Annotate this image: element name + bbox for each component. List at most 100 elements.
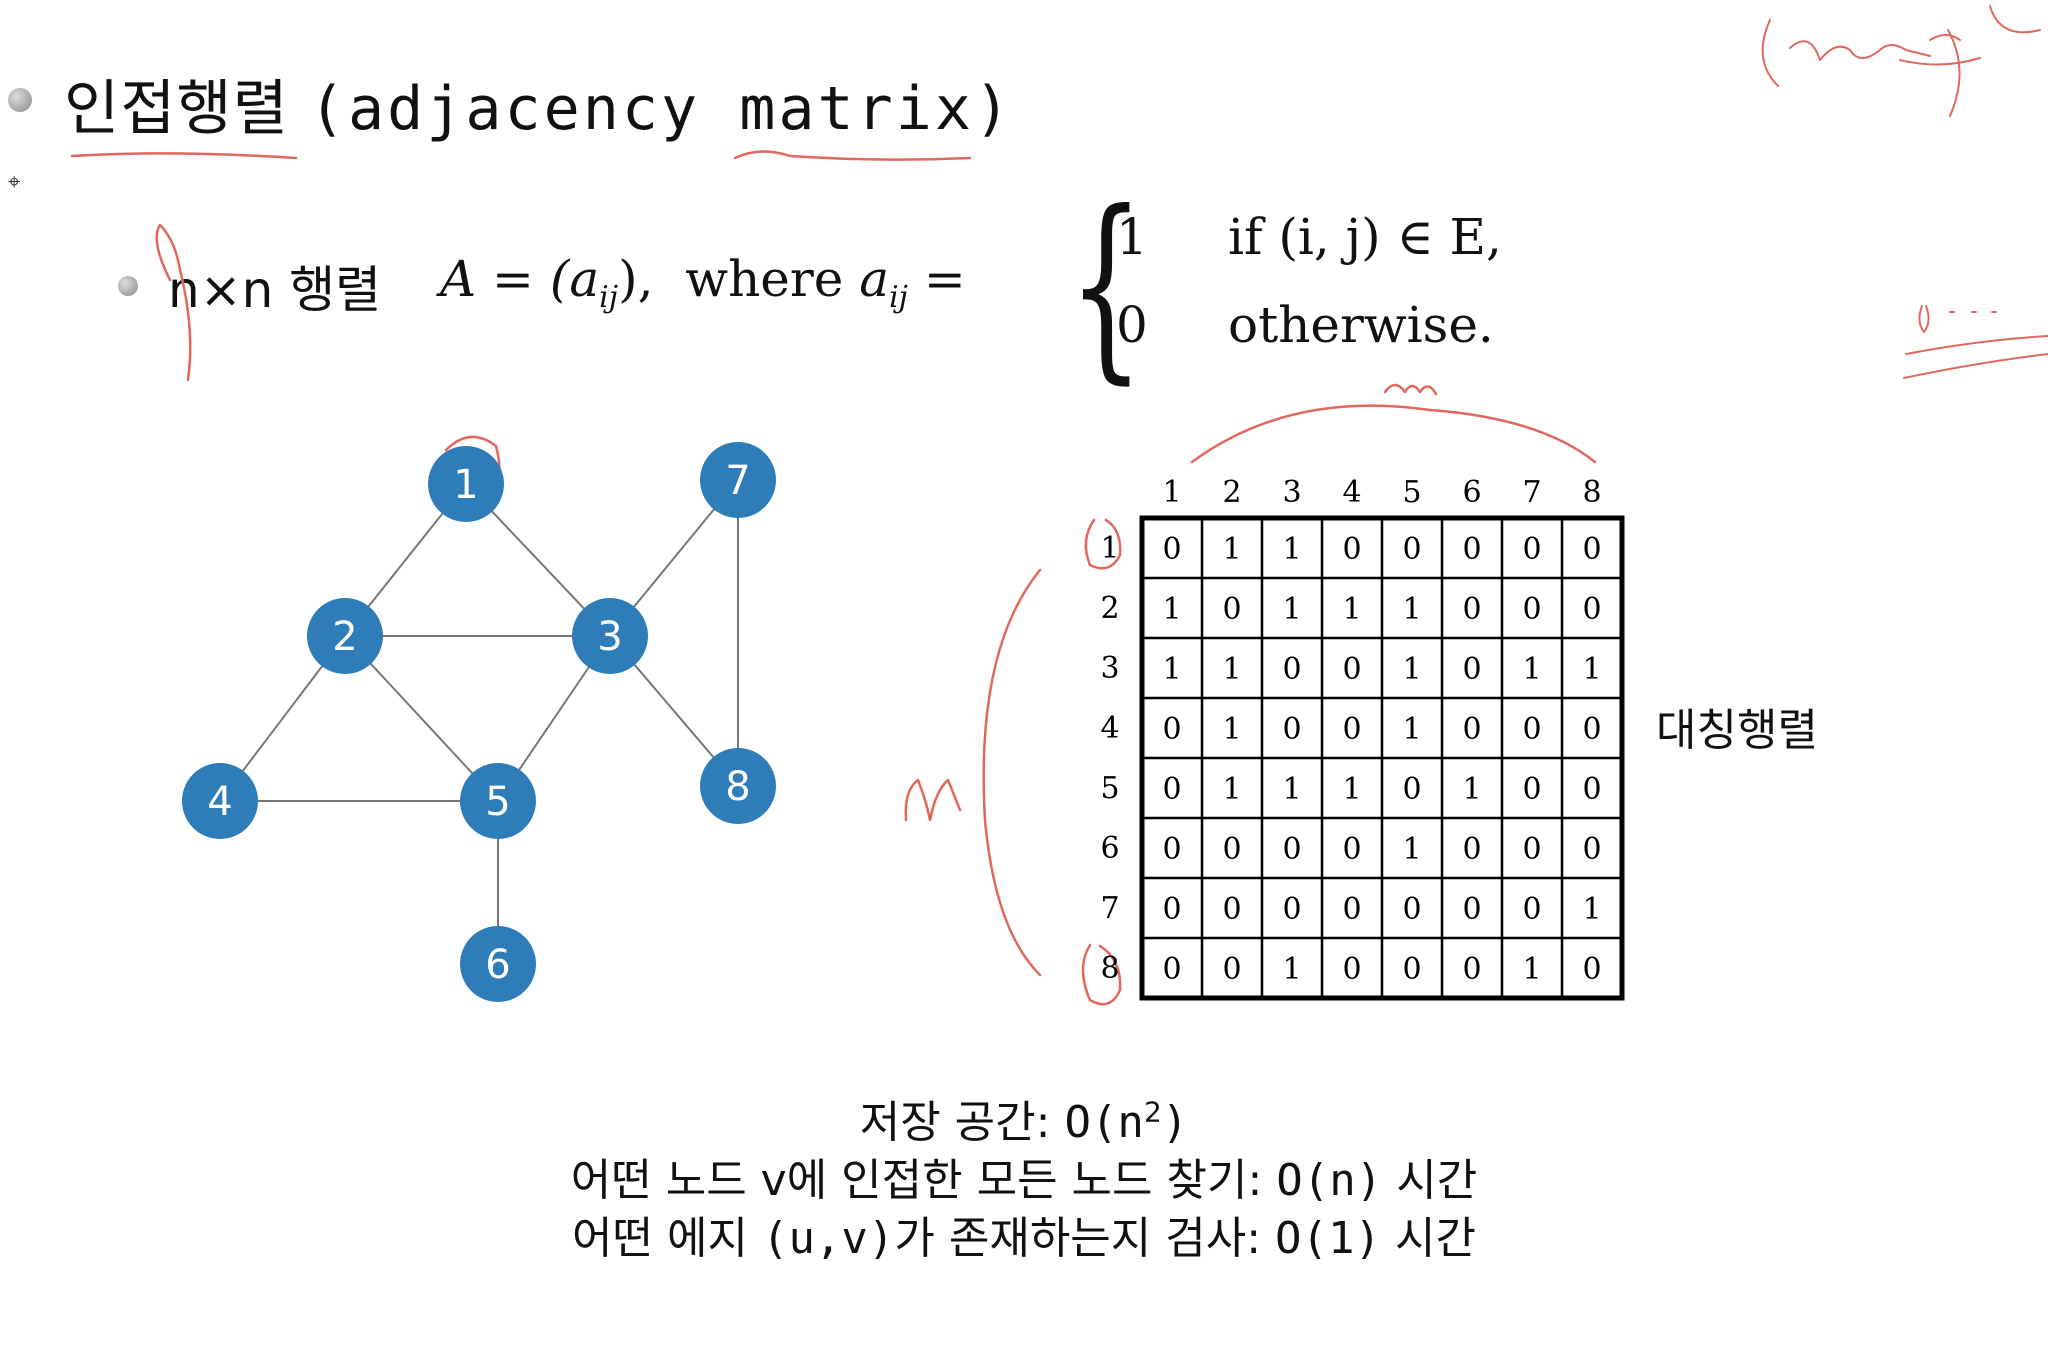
- matrix-cell: 0: [1402, 532, 1421, 567]
- storage-sup: 2: [1143, 1095, 1162, 1129]
- matrix-cell: 1: [1402, 652, 1421, 687]
- edge-check-suffix: 시간: [1381, 1213, 1476, 1264]
- graph-node-5: [460, 763, 536, 839]
- matrix-cell: 1: [1582, 892, 1601, 927]
- neighbors-text: 어떤 노드 v에 인접한 모든 노드 찾기:: [570, 1155, 1277, 1206]
- edge-check-pair: (u,v): [761, 1213, 895, 1264]
- matrix-cell: 0: [1582, 592, 1601, 627]
- matrix-cell: 0: [1162, 892, 1181, 927]
- matrix-cell: 0: [1342, 712, 1361, 747]
- matrix-cell: 0: [1522, 532, 1541, 567]
- matrix-row-header: 2: [1100, 591, 1119, 626]
- cases-brace: {: [1068, 169, 1145, 402]
- storage-end: ): [1161, 1097, 1189, 1148]
- matrix-cell: 1: [1342, 592, 1361, 627]
- matrix-cell: 0: [1222, 952, 1241, 987]
- matrix-cell: 0: [1402, 892, 1421, 927]
- matrix-cell: 0: [1522, 712, 1541, 747]
- matrix-cell: 1: [1282, 952, 1301, 987]
- matrix-cell: 0: [1162, 712, 1181, 747]
- edge-check-text-2: 가 존재하는지 검사:: [894, 1213, 1276, 1264]
- matrix-cell: 1: [1222, 712, 1241, 747]
- matrix-cell: 0: [1462, 532, 1481, 567]
- graph-node-4: [182, 763, 258, 839]
- graph-node-label-5: 5: [485, 779, 510, 825]
- graph-node-3: [572, 598, 648, 674]
- graph-node-8: [700, 748, 776, 824]
- expr-close: ),: [618, 250, 654, 308]
- matrix-cell: 1: [1402, 832, 1421, 867]
- handwritten-annotations: [70, 5, 2048, 1006]
- ink-stroke: [904, 778, 962, 822]
- matrix-row-header: 7: [1100, 891, 1119, 926]
- matrix-cell: 0: [1162, 952, 1181, 987]
- graph-node-6: [460, 926, 536, 1002]
- matrix-row-header: 5: [1100, 771, 1119, 806]
- case2-condition: otherwise.: [1228, 296, 1494, 354]
- matrix-cell: 0: [1462, 832, 1481, 867]
- expr-where: where: [685, 250, 844, 308]
- case1-condition: if (i, j) ∈ E,: [1228, 208, 1502, 266]
- matrix-col-header: 3: [1282, 475, 1301, 510]
- graph-node-label-8: 8: [725, 764, 750, 810]
- matrix-cell: 1: [1402, 712, 1421, 747]
- matrix-cell: 1: [1222, 532, 1241, 567]
- neighbors-suffix: 시간: [1382, 1155, 1478, 1206]
- matrix-cell: 0: [1342, 532, 1361, 567]
- ink-stroke: [1903, 305, 2048, 379]
- matrix-cell: 1: [1282, 592, 1301, 627]
- footer-neighbors: 어떤 노드 v에 인접한 모든 노드 찾기: O(n) 시간: [0, 1144, 2048, 1208]
- matrix-col-header: 4: [1342, 475, 1361, 510]
- matrix-cell: 0: [1342, 652, 1361, 687]
- expr-aij-open: (aij: [549, 250, 619, 315]
- matrix-cell: 0: [1282, 712, 1301, 747]
- graph-node-1: [428, 446, 504, 522]
- graph-node-label-2: 2: [332, 614, 357, 660]
- ink-stroke: [155, 223, 192, 382]
- ink-stroke: [733, 150, 972, 161]
- matrix-row-header: 8: [1100, 951, 1119, 986]
- matrix-cell: 0: [1582, 952, 1601, 987]
- matrix-col-header: 5: [1402, 475, 1421, 510]
- expr-eq: =: [492, 250, 534, 308]
- expr-a: A: [440, 250, 477, 308]
- matrix-cell: 1: [1282, 532, 1301, 567]
- matrix-cell: 0: [1462, 652, 1481, 687]
- expr-aij: aij: [859, 250, 908, 315]
- matrix-col-header: 8: [1582, 475, 1601, 510]
- matrix-row-header: 3: [1100, 651, 1119, 686]
- ink-stroke: [1383, 383, 1438, 396]
- matrix-cell: 0: [1222, 892, 1241, 927]
- matrix-cell: 0: [1582, 772, 1601, 807]
- symmetric-matrix-label: 대칭행렬: [1656, 705, 1818, 756]
- matrix-col-header: 2: [1222, 475, 1241, 510]
- matrix-cell: 0: [1342, 952, 1361, 987]
- graph-node-2: [307, 598, 383, 674]
- ink-stroke: [1084, 518, 1122, 570]
- matrix-cell: 0: [1522, 592, 1541, 627]
- matrix-cell: 0: [1342, 832, 1361, 867]
- graph-node-7: [700, 442, 776, 518]
- graph-node-label-7: 7: [725, 458, 750, 504]
- matrix-cell: 1: [1582, 652, 1601, 687]
- matrix-cell: 0: [1462, 952, 1481, 987]
- matrix-cell: 1: [1402, 592, 1421, 627]
- edge-check-text: 어떤 에지: [572, 1213, 762, 1264]
- neighbors-complexity: O(n): [1276, 1155, 1383, 1206]
- case2-value: 0: [1116, 296, 1148, 354]
- matrix-row-header: 1: [1100, 531, 1119, 566]
- graph-node-label-1: 1: [453, 462, 478, 508]
- matrix-row-header: 4: [1100, 711, 1119, 746]
- matrix-cell: 1: [1522, 652, 1541, 687]
- edge-check-complexity: O(1): [1275, 1213, 1381, 1264]
- matrix-cell: 0: [1162, 772, 1181, 807]
- cursor-crosshair-icon: ⌖: [8, 170, 21, 195]
- definition-lead: n×n 행렬: [168, 261, 382, 319]
- matrix-cell: 0: [1522, 772, 1541, 807]
- storage-prefix: 저장 공간:: [859, 1097, 1065, 1148]
- matrix-cell: 0: [1402, 772, 1421, 807]
- sub-bullet-icon: [118, 276, 138, 296]
